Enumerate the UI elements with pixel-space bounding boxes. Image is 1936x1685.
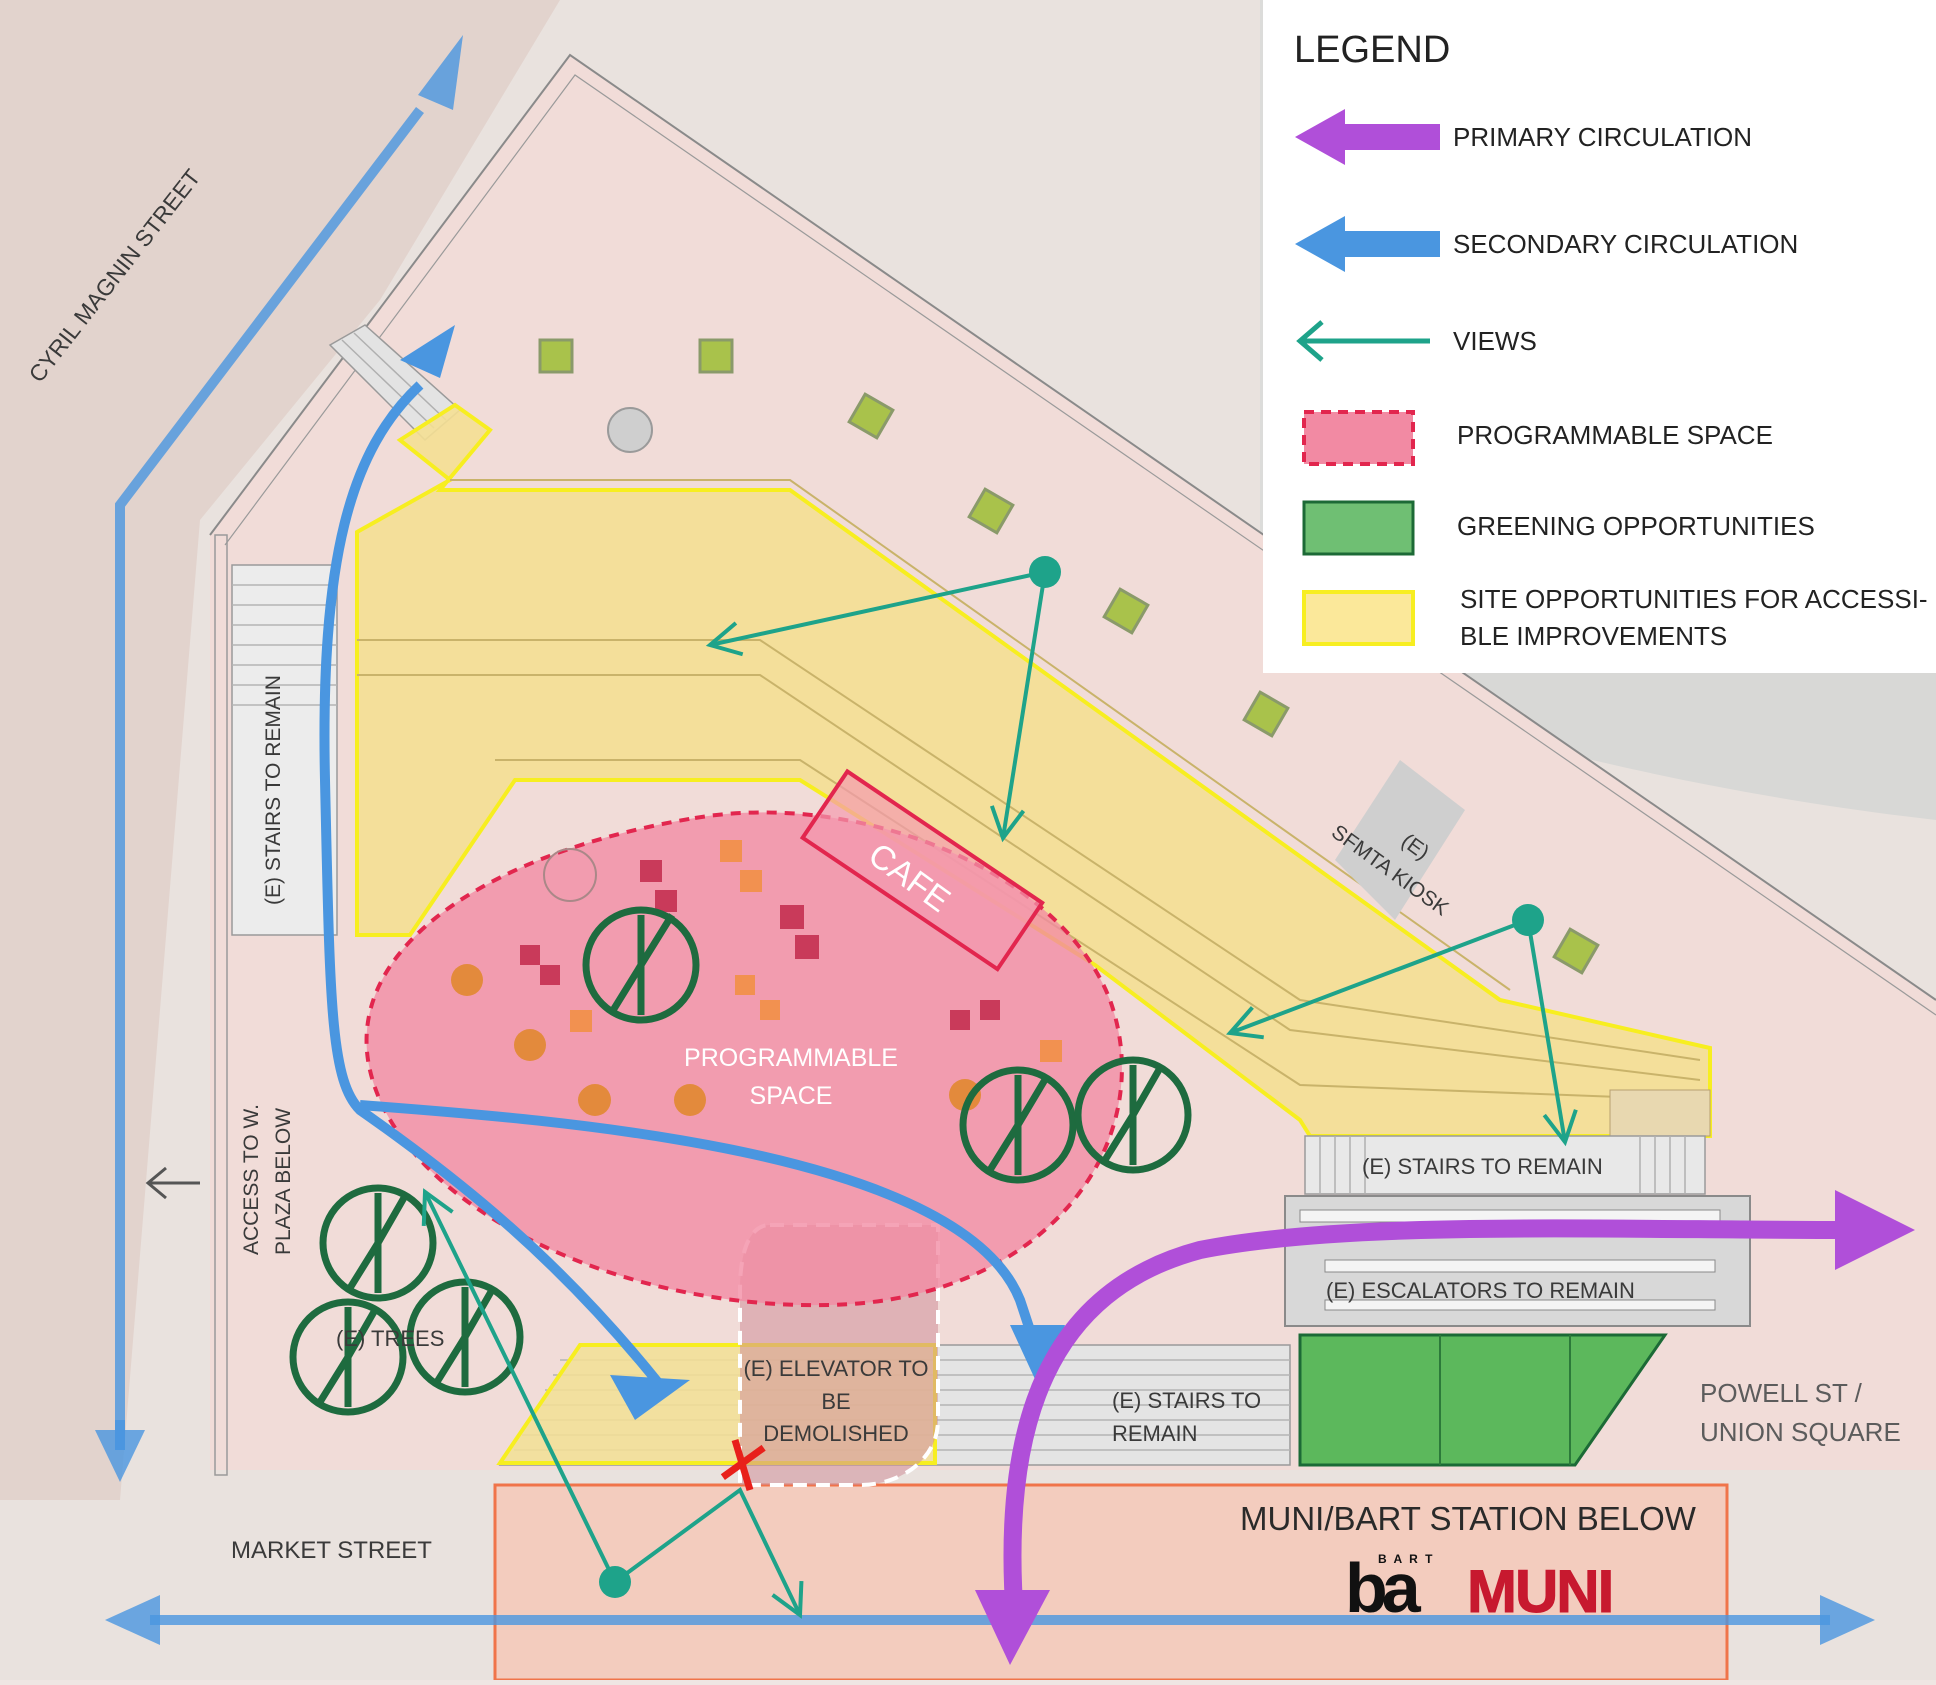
legend-label-programmable: PROGRAMMABLE SPACE xyxy=(1457,420,1773,450)
bart-logo-text: ba xyxy=(1345,1549,1422,1627)
legend-title: LEGEND xyxy=(1294,29,1450,71)
legend-item-greening: GREENING OPPORTUNITIES xyxy=(1302,500,1815,556)
elevator-label-line3: DEMOLISHED xyxy=(763,1421,908,1446)
stairs-left xyxy=(231,564,338,936)
legend-item-accessible: SITE OPPORTUNITIES FOR ACCESSI- BLE IMPR… xyxy=(1302,584,1928,651)
yellow-swatch xyxy=(1302,590,1415,646)
legend-label-accessible-line1: SITE OPPORTUNITIES FOR ACCESSI- xyxy=(1460,584,1928,614)
programmable-label-line2: SPACE xyxy=(750,1082,833,1110)
muni-logo: MUNI xyxy=(1467,1558,1612,1625)
legend-label-views: VIEWS xyxy=(1453,326,1537,356)
view-lines xyxy=(421,570,1578,1619)
purple-arrow-icon xyxy=(1295,109,1440,165)
market-street-label: MARKET STREET xyxy=(231,1537,432,1564)
legend-item-secondary: SECONDARY CIRCULATION xyxy=(1295,216,1798,272)
powell-label-line2: UNION SQUARE xyxy=(1700,1417,1901,1447)
station-below-zone xyxy=(493,1483,1729,1682)
bart-small-text: B A R T xyxy=(1378,1552,1434,1566)
pink-swatch xyxy=(1302,410,1415,466)
legend-label-secondary: SECONDARY CIRCULATION xyxy=(1453,229,1798,259)
planters xyxy=(538,338,1600,975)
secondary-circulation-curve xyxy=(319,325,1065,1420)
demolition-x-mark xyxy=(720,1438,766,1492)
view-points xyxy=(599,556,1544,1598)
programmable-label-line1: PROGRAMMABLE xyxy=(684,1044,898,1072)
green-swatch xyxy=(1302,500,1415,556)
primary-circulation-arrow xyxy=(975,1190,1915,1665)
furniture xyxy=(451,407,1062,1116)
trees-label: (E) TREES xyxy=(336,1326,444,1351)
stairs-bottom-label-line1: (E) STAIRS TO xyxy=(1112,1388,1261,1413)
escalators-label: (E) ESCALATORS TO REMAIN xyxy=(1326,1278,1635,1303)
greening-opportunity-area xyxy=(1298,1333,1668,1467)
blue-arrow-icon xyxy=(1295,216,1440,272)
secondary-arrowheads xyxy=(95,35,1875,1645)
access-arrow-icon xyxy=(145,1166,200,1200)
legend-label-accessible-line2: BLE IMPROVEMENTS xyxy=(1460,621,1727,651)
elevator-label-line2: BE xyxy=(821,1389,850,1414)
stairs-left-label: (E) STAIRS TO REMAIN xyxy=(262,675,285,905)
stairs-bottom-label-line2: REMAIN xyxy=(1112,1421,1198,1446)
access-label-line1: ACCESS TO W. xyxy=(240,1104,263,1255)
existing-trees xyxy=(289,906,1192,1416)
escalators xyxy=(1284,1195,1751,1327)
legend-item-primary: PRIMARY CIRCULATION xyxy=(1295,109,1752,165)
programmable-space xyxy=(364,810,1124,1308)
teal-arrow-icon xyxy=(1296,320,1430,362)
station-below-label: MUNI/BART STATION BELOW xyxy=(1240,1500,1697,1537)
access-label-line2: PLAZA BELOW xyxy=(272,1108,295,1255)
legend: LEGEND PRIMARY CIRCULATION SECONDARY CIR… xyxy=(1263,0,1936,673)
elevator-label-line1: (E) ELEVATOR TO xyxy=(743,1356,928,1381)
bart-logo: B A R T ba xyxy=(1345,1549,1434,1627)
cafe-box xyxy=(799,768,1045,972)
sfmta-kiosk xyxy=(1335,760,1465,920)
legend-label-primary: PRIMARY CIRCULATION xyxy=(1453,122,1752,152)
legend-item-programmable: PROGRAMMABLE SPACE xyxy=(1302,410,1773,466)
legend-panel xyxy=(1263,0,1936,673)
powell-label-line1: POWELL ST / xyxy=(1700,1378,1863,1408)
stairs-right-label: (E) STAIRS TO REMAIN xyxy=(1362,1154,1603,1179)
legend-label-greening: GREENING OPPORTUNITIES xyxy=(1457,511,1815,541)
aerial-street-left xyxy=(0,0,560,1500)
legend-item-views: VIEWS xyxy=(1296,320,1537,362)
stairs-right xyxy=(1304,1135,1706,1195)
